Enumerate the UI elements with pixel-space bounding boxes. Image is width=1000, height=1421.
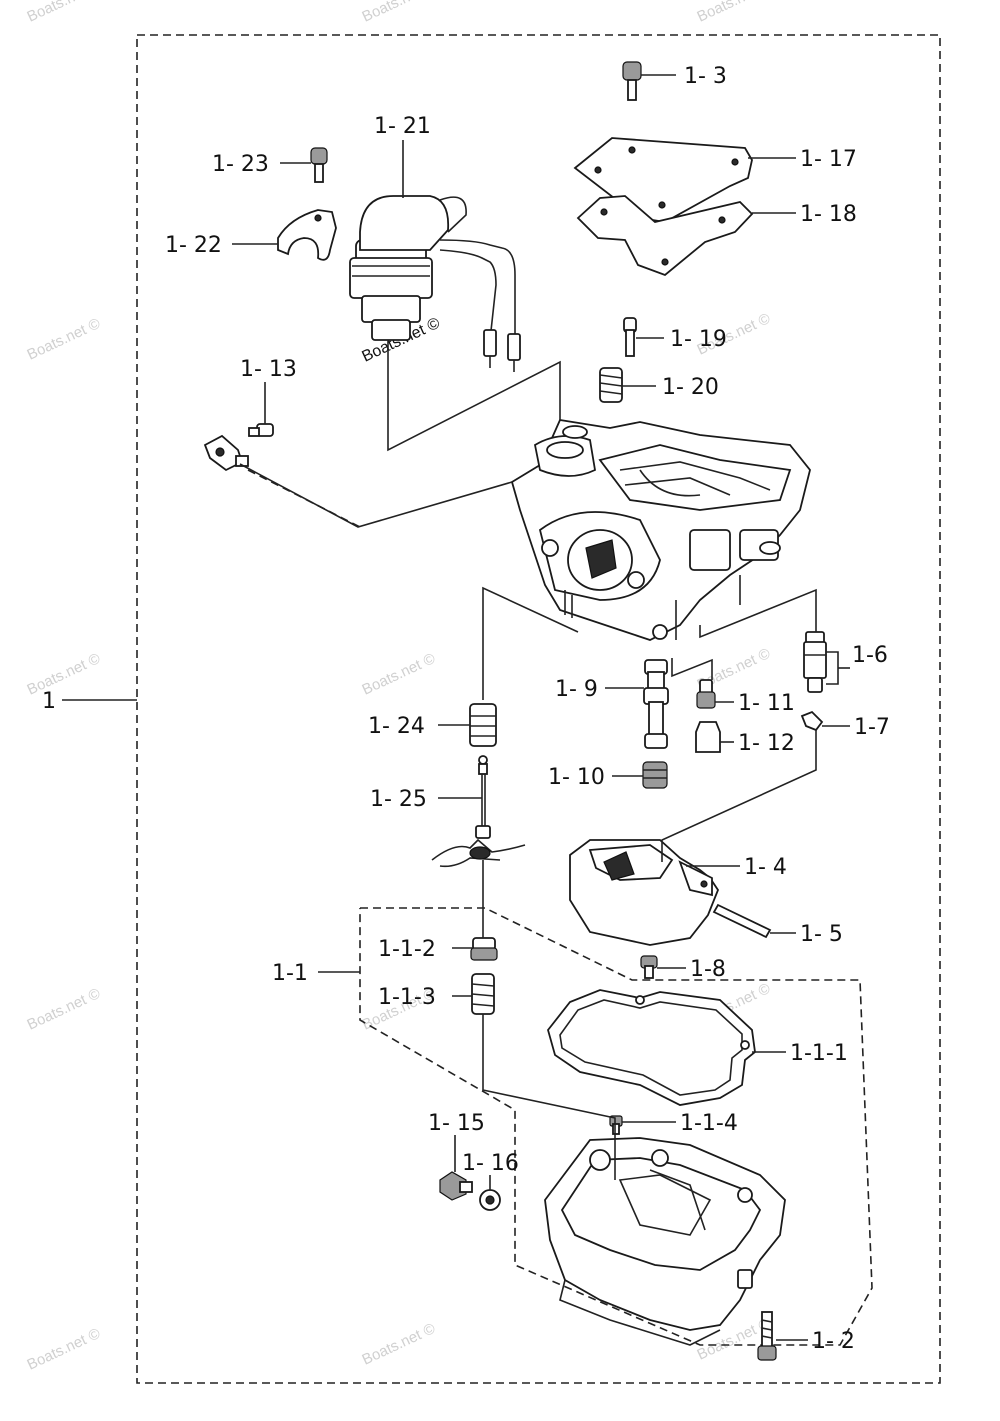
screw-1-23	[310, 147, 328, 183]
screw-1-1-4	[609, 1115, 623, 1135]
watermark: Boats.net ©	[25, 315, 103, 364]
cover-hole	[658, 201, 666, 209]
label-1-7: 1-7	[854, 715, 890, 740]
watermark: Boats.net ©	[360, 0, 438, 26]
gasket-hole	[635, 995, 645, 1005]
label-1-5: 1- 5	[800, 922, 843, 947]
main-jet	[642, 761, 668, 789]
cover-hole	[594, 166, 602, 174]
label-1-24: 1- 24	[368, 714, 425, 739]
label-1-16: 1- 16	[462, 1151, 519, 1176]
gasket-hole	[740, 1040, 750, 1050]
label-1-17: 1- 17	[800, 147, 857, 172]
float-pin	[712, 903, 772, 939]
label-1-1-1: 1-1-1	[790, 1041, 848, 1066]
label-1-15: 1- 15	[428, 1111, 485, 1136]
screw-1-19	[623, 317, 637, 357]
label-1-8: 1-8	[690, 957, 726, 982]
screw-1-2	[757, 1311, 777, 1361]
leader-lines	[62, 74, 850, 1341]
carburetor-body	[510, 419, 811, 641]
cover-gasket	[576, 195, 754, 277]
label-1-1: 1-1	[272, 961, 308, 986]
spring-1-20	[599, 367, 623, 403]
label-1-21: 1- 21	[374, 114, 431, 139]
spring-1-1-3	[471, 973, 495, 1015]
float-clip	[800, 710, 824, 732]
float-bowl-subassembly-boundary	[359, 907, 873, 1346]
label-1-23: 1- 23	[212, 152, 269, 177]
screw-1-13	[248, 423, 274, 437]
drain-screw	[439, 1171, 473, 1201]
gasket-hole	[600, 208, 608, 216]
label-1-18: 1- 18	[800, 202, 857, 227]
label-1-12: 1- 12	[738, 731, 795, 756]
label-1-1-4: 1-1-4	[680, 1111, 738, 1136]
main-jet-holder	[643, 659, 669, 749]
label-1-6: 1-6	[852, 643, 888, 668]
label-1-4: 1- 4	[744, 855, 787, 880]
part-labels: 1 1- 3 1- 21 1- 23 1- 22 1- 17 1- 18 1- …	[42, 64, 890, 1354]
label-1-19: 1- 19	[670, 327, 727, 352]
label-1-9: 1- 9	[555, 677, 598, 702]
label-1-13: 1- 13	[240, 357, 297, 382]
clip-hole	[314, 214, 322, 222]
label-1-22: 1- 22	[165, 233, 222, 258]
screw-1-3	[622, 61, 642, 101]
cover-hole	[628, 146, 636, 154]
slow-jet	[696, 679, 716, 709]
gasket-hole	[718, 216, 726, 224]
label-1-1-2: 1-1-2	[378, 937, 436, 962]
label-1-1-3: 1-1-3	[378, 985, 436, 1010]
label-1-11: 1- 11	[738, 691, 795, 716]
screw-1-8	[640, 955, 658, 979]
needle-seat	[469, 703, 497, 747]
choke-solenoid	[349, 195, 521, 382]
cutaway-detail	[431, 838, 526, 868]
label-1-25: 1- 25	[370, 787, 427, 812]
fitting-1-13	[203, 434, 249, 472]
drain-plug-1-1-2	[470, 937, 498, 961]
float	[569, 839, 720, 946]
watermark: Boats.net ©	[25, 985, 103, 1034]
watermark: Boats.net ©	[360, 1320, 438, 1369]
washer	[479, 1189, 501, 1211]
label-1-20: 1- 20	[662, 375, 719, 400]
label-1: 1	[42, 689, 56, 714]
needle-tip	[469, 846, 491, 860]
bowl-gasket	[547, 989, 756, 1106]
float-needle	[475, 755, 491, 839]
watermark: Boats.net ©	[25, 1325, 103, 1374]
float-bowl	[544, 1137, 786, 1346]
assembly-boundary	[136, 34, 941, 1384]
label-1-3: 1- 3	[684, 64, 727, 89]
retaining-clip	[277, 209, 337, 261]
watermark: Boats.net ©	[695, 0, 773, 26]
float-valve	[803, 631, 827, 693]
label-1-2: 1- 2	[812, 1329, 855, 1354]
cover-hole	[731, 158, 739, 166]
watermark: Boats.net ©	[360, 650, 438, 699]
jet-plug	[695, 721, 721, 753]
label-1-10: 1- 10	[548, 765, 605, 790]
watermark: Boats.net ©	[25, 650, 103, 699]
watermark: Boats.net ©	[25, 0, 103, 26]
gasket-hole	[661, 258, 669, 266]
